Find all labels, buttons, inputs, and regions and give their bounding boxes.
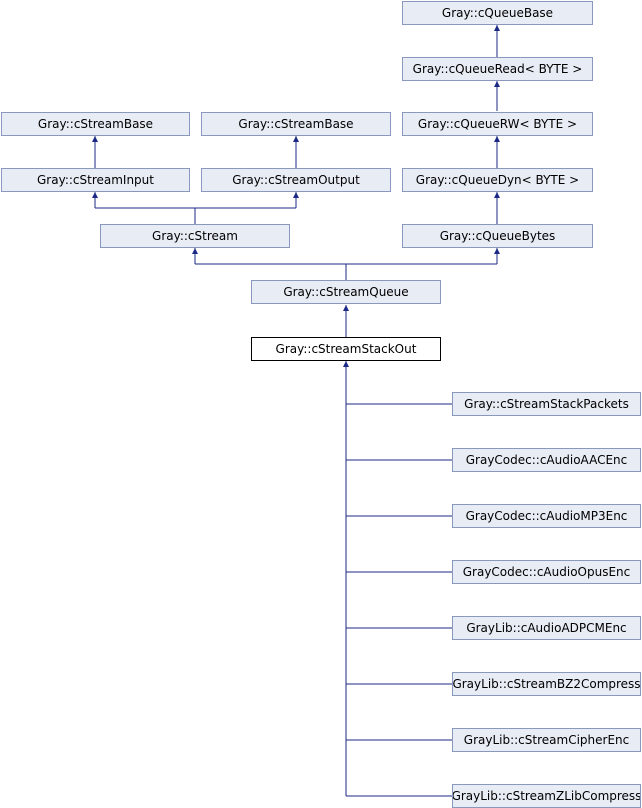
node-stream-input[interactable]: Gray::cStreamInput (1, 168, 190, 192)
node-mp3-enc[interactable]: GrayCodec::cAudioMP3Enc (452, 504, 641, 528)
node-zlib-compress[interactable]: GrayLib::cStreamZLibCompress (452, 784, 641, 808)
node-queue-read[interactable]: Gray::cQueueRead< BYTE > (402, 57, 593, 81)
node-stream[interactable]: Gray::cStream (100, 224, 290, 248)
node-aac-enc[interactable]: GrayCodec::cAudioAACEnc (452, 448, 641, 472)
edge-stream-junction (95, 207, 196, 224)
node-queue-base[interactable]: Gray::cQueueBase (402, 1, 593, 25)
node-stream-queue[interactable]: Gray::cStreamQueue (251, 280, 441, 304)
node-queue-dyn[interactable]: Gray::cQueueDyn< BYTE > (402, 168, 593, 192)
edge-streamqueue-junction (195, 263, 347, 280)
node-stream-base-2[interactable]: Gray::cStreamBase (201, 112, 391, 136)
node-stream-output[interactable]: Gray::cStreamOutput (201, 168, 391, 192)
node-stream-stack-out: Gray::cStreamStackOut (251, 337, 441, 361)
node-stack-packets[interactable]: Gray::cStreamStackPackets (452, 392, 641, 416)
node-queue-rw[interactable]: Gray::cQueueRW< BYTE > (402, 112, 593, 136)
node-opus-enc[interactable]: GrayCodec::cAudioOpusEnc (452, 560, 641, 584)
node-bz2-compress[interactable]: GrayLib::cStreamBZ2Compress (452, 672, 641, 696)
node-adpcm-enc[interactable]: GrayLib::cAudioADPCMEnc (452, 616, 641, 640)
node-queue-bytes[interactable]: Gray::cQueueBytes (402, 224, 593, 248)
node-cipher-enc[interactable]: GrayLib::cStreamCipherEnc (452, 728, 641, 752)
node-stream-base-1[interactable]: Gray::cStreamBase (1, 112, 190, 136)
